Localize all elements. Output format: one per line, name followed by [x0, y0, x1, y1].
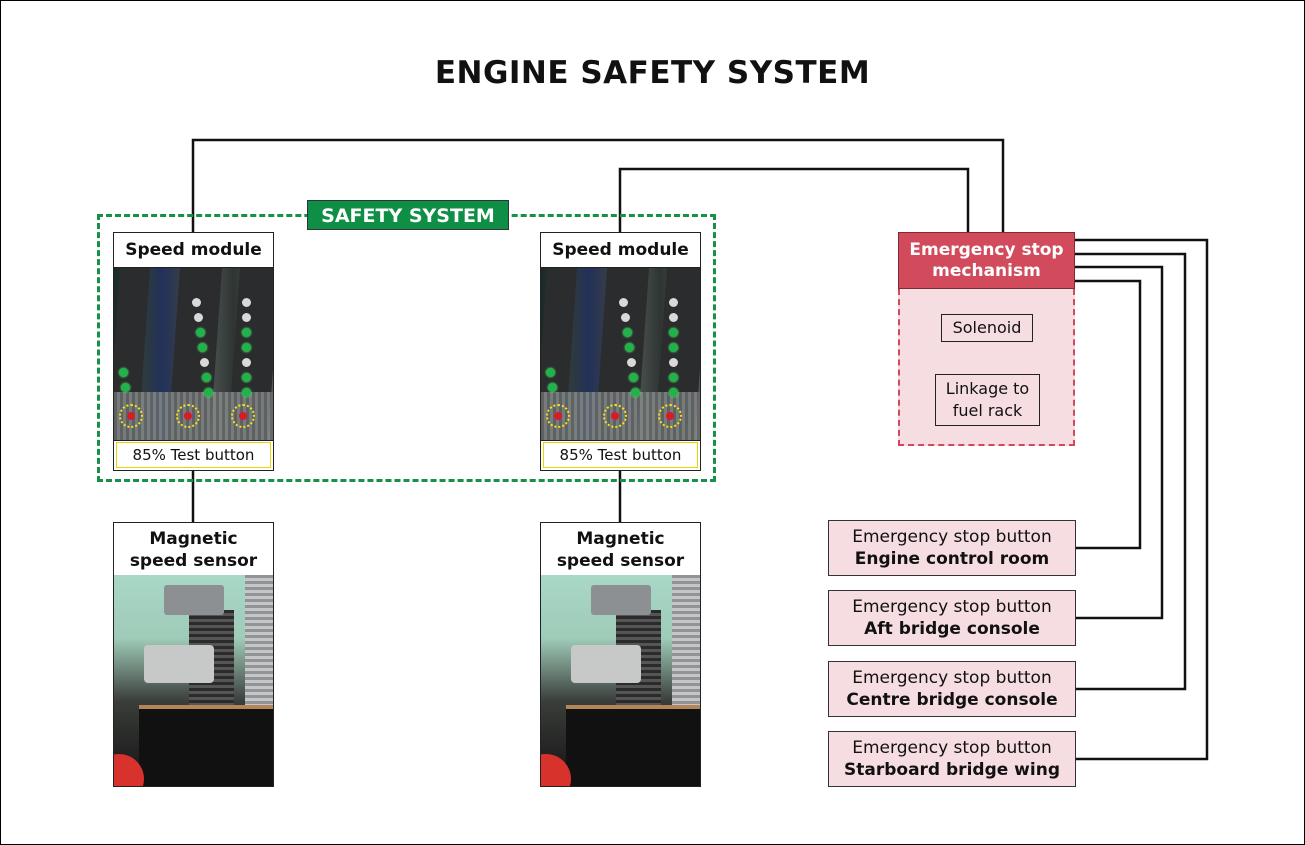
- wire-module2-estop: [618, 167, 970, 232]
- emergency-button-location: Centre bridge console: [846, 690, 1058, 710]
- estop-title-line1: Emergency stop: [909, 240, 1064, 260]
- wire-button-starboard: [1075, 238, 1209, 761]
- emergency-button-label: Emergency stop button: [852, 668, 1052, 688]
- linkage-line1: Linkage to: [945, 379, 1030, 398]
- test-button-marker: [658, 404, 682, 428]
- emergency-stop-mechanism: Emergency stop mechanism: [898, 232, 1075, 289]
- wire-button-aft: [1075, 265, 1164, 620]
- wire-module1-estop: [191, 138, 1005, 232]
- test-button-marker: [176, 404, 200, 428]
- wire-button-ecr: [1075, 279, 1142, 550]
- test-button-label: 85% Test button: [541, 440, 700, 470]
- sensor-title: Magnetic speed sensor: [541, 523, 700, 575]
- magnetic-speed-sensor-1: Magnetic speed sensor: [113, 522, 274, 787]
- emergency-button-engine-control-room: Emergency stop button Engine control roo…: [828, 520, 1076, 576]
- emergency-button-centre-bridge-console: Emergency stop button Centre bridge cons…: [828, 661, 1076, 717]
- solenoid-box: Solenoid: [941, 314, 1033, 342]
- wire-button-centre: [1075, 252, 1187, 691]
- safety-system-label: SAFETY SYSTEM: [307, 200, 509, 230]
- sensor-title-line1: Magnetic: [576, 529, 665, 549]
- sensor-photo: [541, 575, 700, 786]
- diagram-title: ENGINE SAFETY SYSTEM: [434, 55, 871, 91]
- emergency-button-label: Emergency stop button: [852, 597, 1052, 617]
- sensor-photo: [114, 575, 273, 786]
- speed-module-1: Speed module 85% Test button: [113, 232, 274, 471]
- speed-module-photo: [541, 268, 700, 440]
- emergency-button-label: Emergency stop button: [852, 527, 1052, 547]
- emergency-button-starboard-bridge-wing: Emergency stop button Starboard bridge w…: [828, 731, 1076, 787]
- test-button-marker: [119, 404, 143, 428]
- test-button-marker: [546, 404, 570, 428]
- test-button-marker: [231, 404, 255, 428]
- test-button-marker: [603, 404, 627, 428]
- emergency-button-location: Engine control room: [854, 549, 1050, 569]
- emergency-button-location: Aft bridge console: [864, 619, 1040, 639]
- linkage-line2: fuel rack: [952, 401, 1023, 420]
- estop-title-line2: mechanism: [932, 261, 1041, 281]
- emergency-button-location: Starboard bridge wing: [844, 760, 1060, 780]
- magnetic-speed-sensor-2: Magnetic speed sensor: [540, 522, 701, 787]
- linkage-box: Linkage to fuel rack: [935, 374, 1040, 426]
- speed-module-title: Speed module: [541, 233, 700, 268]
- test-button-label: 85% Test button: [114, 440, 273, 470]
- emergency-button-aft-bridge-console: Emergency stop button Aft bridge console: [828, 590, 1076, 646]
- sensor-title-line2: speed sensor: [129, 551, 258, 571]
- speed-module-title: Speed module: [114, 233, 273, 268]
- sensor-title: Magnetic speed sensor: [114, 523, 273, 575]
- sensor-title-line2: speed sensor: [556, 551, 685, 571]
- emergency-button-label: Emergency stop button: [852, 738, 1052, 758]
- sensor-title-line1: Magnetic: [149, 529, 238, 549]
- speed-module-photo: [114, 268, 273, 440]
- speed-module-2: Speed module 85% Test button: [540, 232, 701, 471]
